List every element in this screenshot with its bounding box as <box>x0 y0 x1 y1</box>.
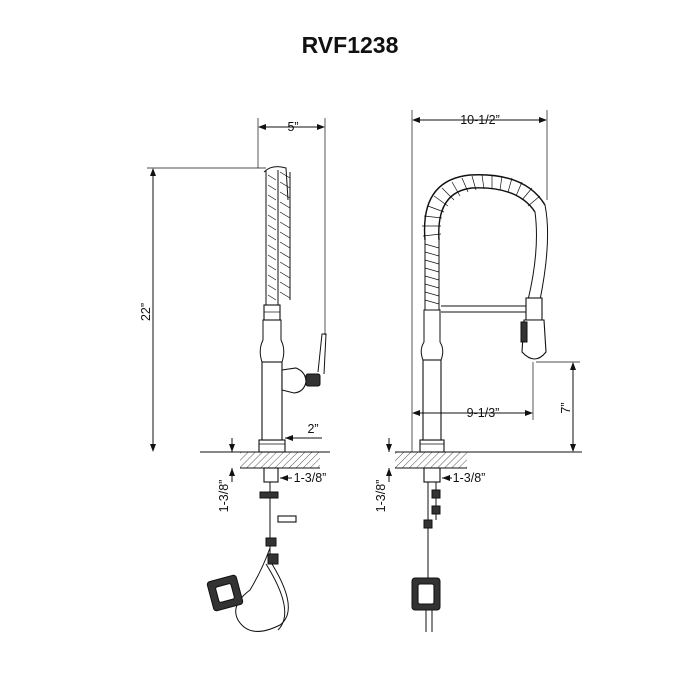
front-deck-label: 1-3/8” <box>374 480 388 513</box>
front-spout-height-label: 7” <box>559 402 573 413</box>
side-faucet-body <box>258 166 327 453</box>
front-supply-lines <box>411 467 441 632</box>
side-height-dimension: 22” <box>139 167 266 452</box>
front-view: 10-1/2” 9-1/3” 7” 1-3/8” <box>374 110 582 632</box>
side-shank-dimension: 1-3/8” <box>280 471 326 485</box>
product-title: RVF1238 <box>302 32 399 58</box>
front-deck-dimension: 1-3/8” <box>374 438 392 512</box>
side-deck-label: 1-3/8” <box>217 480 231 513</box>
side-height-label: 22” <box>139 303 153 321</box>
side-supply-lines <box>206 467 297 632</box>
side-base-dimension: 2” <box>285 422 322 441</box>
side-base-label: 2” <box>307 422 318 436</box>
front-shank-label: 1-3/8” <box>453 471 486 485</box>
side-deck-dimension: 1-3/8” <box>217 438 235 512</box>
side-view: 5” 22” 2” 1-3/8” 1-3/8” <box>139 118 330 632</box>
front-reach-dimension: 9-1/3” <box>412 362 534 420</box>
front-deck <box>395 451 582 469</box>
front-width-label: 10-1/2” <box>460 113 500 127</box>
side-shank-label: 1-3/8” <box>294 471 327 485</box>
side-width-label: 5” <box>287 120 298 134</box>
front-spout-height-dimension: 7” <box>536 361 580 452</box>
side-deck <box>200 451 330 469</box>
side-width-dimension: 5” <box>257 118 326 335</box>
front-reach-label: 9-1/3” <box>467 406 500 420</box>
front-width-dimension: 10-1/2” <box>411 110 548 452</box>
front-shank-dimension: 1-3/8” <box>442 471 485 485</box>
front-faucet-body <box>419 174 549 453</box>
